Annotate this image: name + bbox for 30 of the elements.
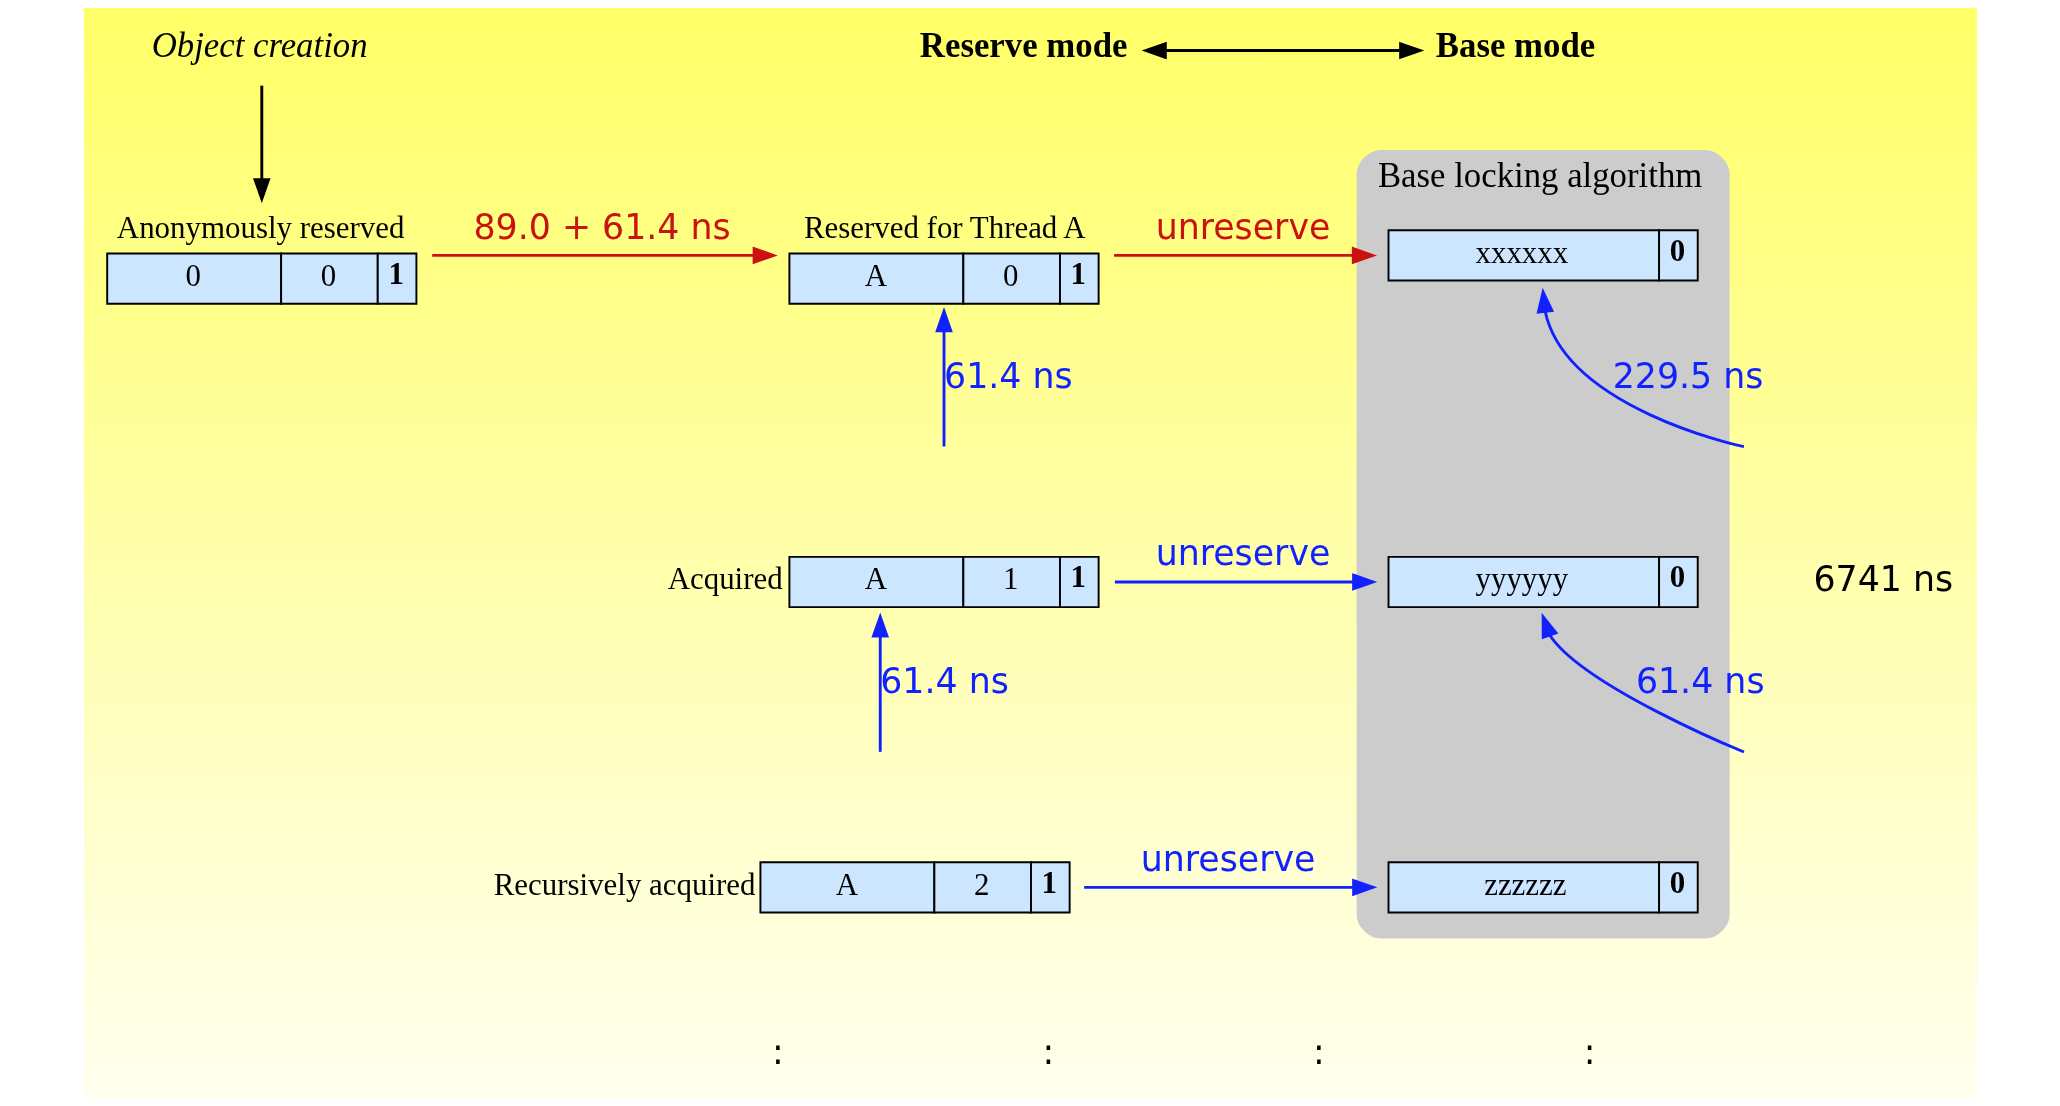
node-label: Reserved for Thread A: [803, 209, 1086, 245]
node-label: Anonymously reserved: [116, 209, 404, 245]
node-label: Acquired: [667, 561, 783, 597]
arrow: [1141, 41, 1424, 60]
arrow: [431, 246, 778, 265]
node-text: Reserve mode: [919, 26, 1127, 66]
edge-label: 61.4 ns: [1635, 660, 1764, 701]
label: :: [1583, 1031, 1595, 1072]
label: 6741 ns: [1812, 558, 1953, 599]
edge-label: 61.4 ns: [879, 660, 1009, 701]
node-text: Base mode: [1435, 26, 1595, 66]
node-label: Recursively acquired: [493, 866, 755, 902]
arrow: [1541, 612, 1744, 754]
edge-label: 89.0 + 61.4 ns: [472, 206, 731, 247]
arrow: [252, 85, 271, 204]
arrow: [1114, 573, 1377, 591]
edge-label: 229.5 ns: [1612, 355, 1763, 396]
node-text: Object creation: [151, 26, 368, 66]
edge-label: 61.4 ns: [943, 355, 1073, 396]
label: :: [1312, 1031, 1325, 1072]
arrow: [1536, 287, 1744, 449]
arrow: [1113, 246, 1377, 265]
arrow: [870, 612, 889, 752]
arrow: [1083, 878, 1377, 897]
edge-label: unreserve: [1140, 838, 1315, 879]
edge-label: unreserve: [1155, 206, 1330, 247]
label: :: [771, 1031, 784, 1072]
label: :: [1042, 1031, 1054, 1072]
edge-label: unreserve: [1155, 533, 1330, 574]
arrow: [934, 307, 953, 447]
